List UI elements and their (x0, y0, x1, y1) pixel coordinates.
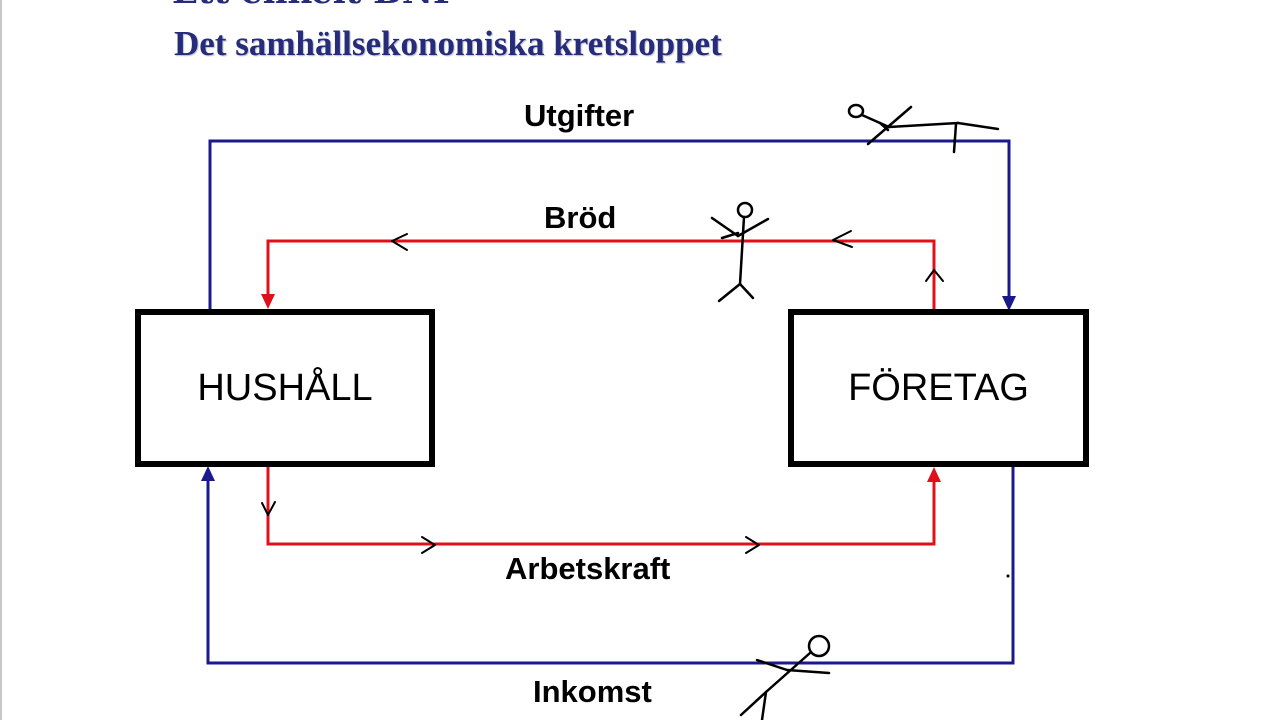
node-hushall: HUSHÅLL (135, 309, 435, 467)
bread-flow-line (266, 239, 936, 309)
bread-label: Bröd (544, 200, 617, 235)
labor-arrowhead (927, 467, 941, 482)
expenses-flow-line (208, 139, 1011, 309)
hand-arrow-bread-right (832, 230, 853, 248)
bread-arrowhead (261, 294, 275, 309)
labor-label: Arbetskraft (505, 551, 671, 586)
stick-figure-top-right (847, 103, 1000, 154)
node-foretag-label: FÖRETAG (848, 366, 1029, 409)
hand-arrow-labor-left (421, 536, 436, 554)
expenses-label: Utgifter (524, 98, 635, 133)
hand-arrow-bread-left (391, 233, 408, 251)
hand-arrow-labor-right (745, 536, 760, 554)
income-flow-line (206, 467, 1015, 665)
slide-title: Ett enkelt BNP (172, 0, 459, 12)
income-label: Inkomst (533, 674, 652, 709)
hand-arrow-up (925, 269, 944, 282)
hand-arrow-down (261, 501, 276, 516)
node-hushall-label: HUSHÅLL (197, 366, 373, 409)
expenses-arrowhead (1002, 296, 1016, 311)
pen-dot (1006, 574, 1010, 578)
income-arrowhead (201, 466, 215, 481)
labor-flow-line (266, 467, 936, 546)
node-foretag: FÖRETAG (788, 309, 1089, 467)
slide-subtitle: Det samhällsekonomiska kretsloppet (174, 24, 722, 63)
slide-left-border (0, 0, 2, 720)
stick-figure-bottom (739, 634, 831, 720)
stick-figure-middle (710, 201, 770, 303)
